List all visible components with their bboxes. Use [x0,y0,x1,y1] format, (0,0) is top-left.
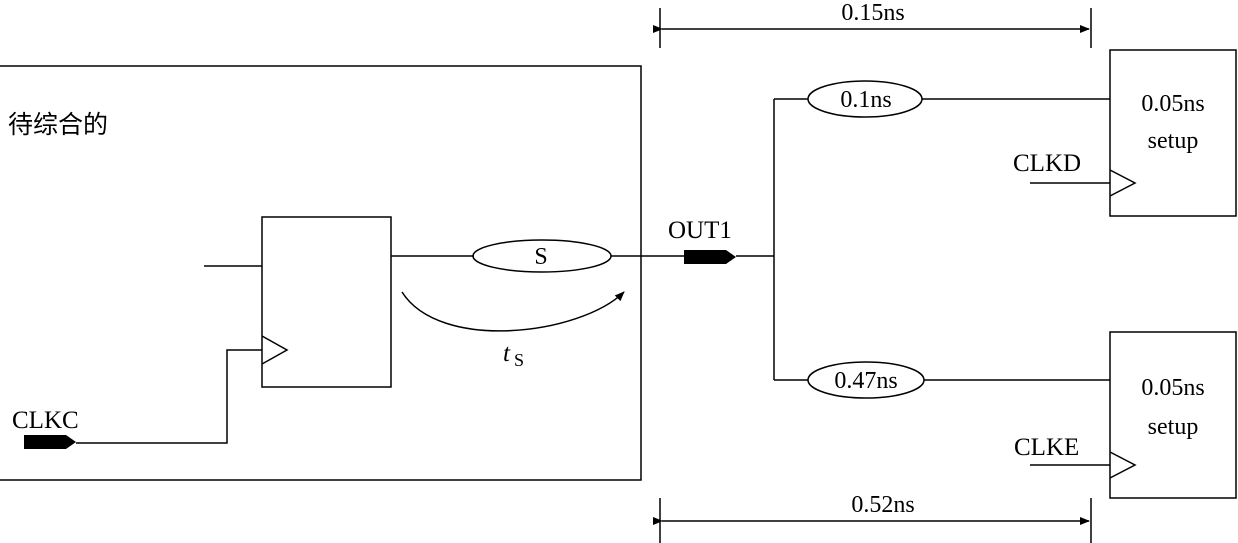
bottom-dimension-label: 0.52ns [851,492,914,518]
top-delay-label: 0.1ns [840,87,891,113]
out1-port-icon [684,250,736,264]
s-logic-label: S [534,244,547,270]
flip-flop-e-setup-value: 0.05ns [1141,375,1204,401]
flip-flop-c [261,216,392,388]
clkc-wire [76,349,262,444]
flip-flop-d-setup-label: setup [1148,128,1199,154]
flip-flop-e-clock-triangle [1109,451,1137,479]
bottom-delay-label: 0.47ns [834,368,897,394]
synthesis-block [0,65,642,481]
flip-flop-d-setup-value: 0.05ns [1141,91,1204,117]
flip-flop-e-setup-label: setup [1148,414,1199,440]
out1-label: OUT1 [668,217,732,244]
ts-label: t [503,340,511,367]
ts-subscript: S [514,350,524,370]
clkc-label: CLKC [12,407,79,434]
flip-flop-c-clock-triangle [261,335,289,365]
ts-arrow [401,291,625,332]
clke-label: CLKE [1014,434,1079,461]
clkc-port-icon [24,435,76,449]
flip-flop-d-clock-triangle [1109,169,1137,197]
block-title: 待综合的 [8,110,108,139]
flip-flop-e [1109,331,1237,499]
top-dimension-label: 0.15ns [841,0,904,26]
clkd-label: CLKD [1013,150,1081,177]
flip-flop-d [1109,49,1237,217]
